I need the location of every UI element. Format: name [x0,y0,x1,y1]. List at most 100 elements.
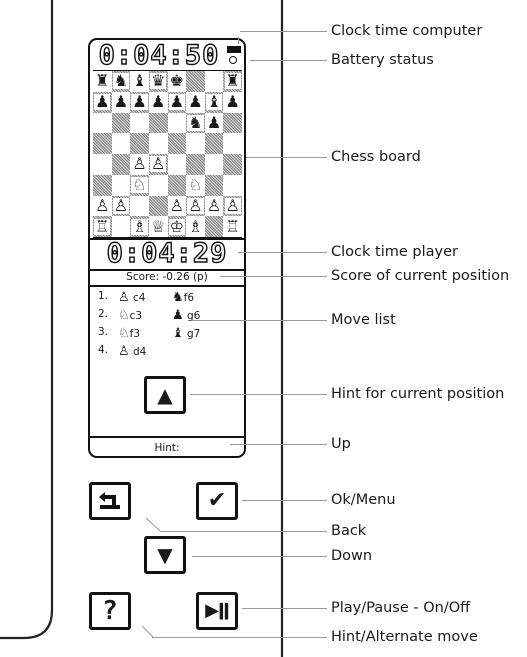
board-square-g4[interactable] [205,154,224,175]
board-square-a2[interactable]: ♙ [93,196,112,217]
white-move: ♘f3 [118,326,140,341]
chess-board[interactable]: ♜♞♝♛♚♜♟♟♟♟♟♟♝♟♞♟♙♙♘♘♙♙♙♙♙♙♖♗♕♔♗♖ [93,70,242,238]
board-square-a6[interactable] [93,113,112,134]
board-square-e8[interactable]: ♚ [168,71,187,92]
up-button[interactable]: ▲ [144,376,186,414]
callout-line [160,531,327,532]
board-square-f6[interactable]: ♞ [186,113,205,134]
chess-piece-icon: ♟ [131,94,147,110]
board-square-f8[interactable] [186,71,205,92]
callout-line [190,394,327,395]
board-square-b6[interactable] [112,113,131,134]
board-square-b4[interactable] [112,154,131,175]
board-square-b5[interactable] [112,133,131,154]
chess-piece-icon: ♙ [169,198,185,214]
chess-piece-icon: ♘ [131,177,147,193]
board-square-h6[interactable] [223,113,242,134]
board-square-a1[interactable]: ♖ [93,216,112,237]
move-number: 4. [98,344,108,356]
board-square-e1[interactable]: ♔ [168,216,187,237]
board-square-d1[interactable]: ♕ [149,216,168,237]
board-square-f2[interactable]: ♙ [186,196,205,217]
white-piece-icon: ♙ [118,344,130,359]
board-square-c3[interactable]: ♘ [130,175,149,196]
ok-button[interactable]: ✔ [196,482,238,520]
board-square-g5[interactable] [205,133,224,154]
board-square-c5[interactable] [130,133,149,154]
move-row: 2. ♘c3 ♟ g6 [98,308,243,324]
move-row: 4. ♙ d4 [98,344,243,360]
board-square-f1[interactable]: ♗ [186,216,205,237]
chess-piece-icon: ♘ [187,177,203,193]
board-square-c2[interactable] [130,196,149,217]
board-square-h2[interactable]: ♙ [223,196,242,217]
callout-line [220,276,327,277]
board-square-c1[interactable]: ♗ [130,216,149,237]
callout-line [192,320,327,321]
board-square-a8[interactable]: ♜ [93,71,112,92]
board-square-c7[interactable]: ♟ [130,92,149,113]
label-back: Back [331,522,366,540]
hint-callout-bend [140,626,156,640]
down-button[interactable]: ▼ [144,536,186,574]
board-square-e3[interactable] [168,175,187,196]
separator [90,285,244,287]
label-score: Score of current position [331,267,509,285]
board-square-h4[interactable] [223,154,242,175]
board-square-c6[interactable] [130,113,149,134]
board-square-e6[interactable] [168,113,187,134]
board-square-b3[interactable] [112,175,131,196]
board-square-b7[interactable]: ♟ [112,92,131,113]
label-move-list: Move list [331,311,396,329]
board-square-h8[interactable]: ♜ [223,71,242,92]
label-chess-board: Chess board [331,148,421,166]
board-square-b8[interactable]: ♞ [112,71,131,92]
board-square-h3[interactable] [223,175,242,196]
board-square-d4[interactable]: ♙ [149,154,168,175]
board-square-h1[interactable]: ♖ [223,216,242,237]
chess-piece-icon: ♝ [206,94,222,110]
board-square-a3[interactable] [93,175,112,196]
board-square-d7[interactable]: ♟ [149,92,168,113]
back-button[interactable] [89,482,131,520]
chess-piece-icon: ♚ [169,73,185,89]
board-square-d6[interactable] [149,113,168,134]
white-move: ♙ c4 [118,290,145,305]
board-square-a7[interactable]: ♟ [93,92,112,113]
board-square-f3[interactable]: ♘ [186,175,205,196]
board-square-b2[interactable]: ♙ [112,196,131,217]
board-square-a5[interactable] [93,133,112,154]
board-square-g6[interactable]: ♟ [205,113,224,134]
board-square-e7[interactable]: ♟ [168,92,187,113]
board-square-d8[interactable]: ♛ [149,71,168,92]
board-square-h5[interactable] [223,133,242,154]
callout-line [242,608,327,609]
white-move-text: c4 [133,292,145,304]
board-square-g8[interactable] [205,71,224,92]
board-square-e5[interactable] [168,133,187,154]
board-square-b1[interactable] [112,216,131,237]
board-square-d3[interactable] [149,175,168,196]
board-square-f5[interactable] [186,133,205,154]
board-square-e2[interactable]: ♙ [168,196,187,217]
board-square-c4[interactable]: ♙ [130,154,149,175]
board-square-c8[interactable]: ♝ [130,71,149,92]
label-ok-menu: Ok/Menu [331,491,396,509]
score-text: Score: -0.26 (p) [90,270,244,284]
play-pause-button[interactable]: ▶ǁ [196,592,238,630]
hint-button[interactable]: ? [89,592,131,630]
black-piece-icon: ♞ [172,290,184,305]
board-square-g2[interactable]: ♙ [205,196,224,217]
board-square-g1[interactable] [205,216,224,237]
board-square-g3[interactable] [205,175,224,196]
board-square-g7[interactable]: ♝ [205,92,224,113]
board-square-f4[interactable] [186,154,205,175]
board-square-a4[interactable] [93,154,112,175]
board-square-d5[interactable] [149,133,168,154]
board-square-d2[interactable] [149,196,168,217]
board-square-e4[interactable] [168,154,187,175]
clock-player: 0:04:29 [90,240,244,268]
board-square-f7[interactable]: ♟ [186,92,205,113]
board-square-h7[interactable]: ♟ [223,92,242,113]
